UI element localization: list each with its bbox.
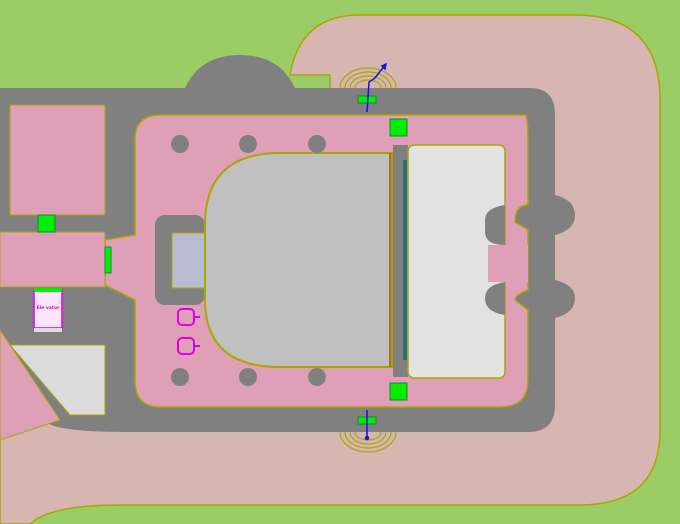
chair-icon[interactable] (177, 337, 200, 355)
glass-room (171, 232, 206, 289)
door-arcs (339, 67, 397, 453)
elevator-label: Ele vator (37, 305, 60, 311)
right-wall-notch (485, 205, 505, 315)
left-room-gray (8, 344, 106, 416)
left-road-segment (0, 329, 61, 441)
chair-icon[interactable] (177, 308, 200, 326)
left-corridor (0, 231, 106, 288)
right-room-gap (488, 245, 528, 282)
water-strip (403, 160, 407, 360)
elevator[interactable]: Ele vator (33, 288, 63, 332)
robot-path (364, 62, 388, 441)
pillars (171, 135, 326, 386)
central-hall (204, 152, 393, 368)
left-room-top (9, 104, 106, 216)
doors[interactable] (37, 95, 408, 425)
